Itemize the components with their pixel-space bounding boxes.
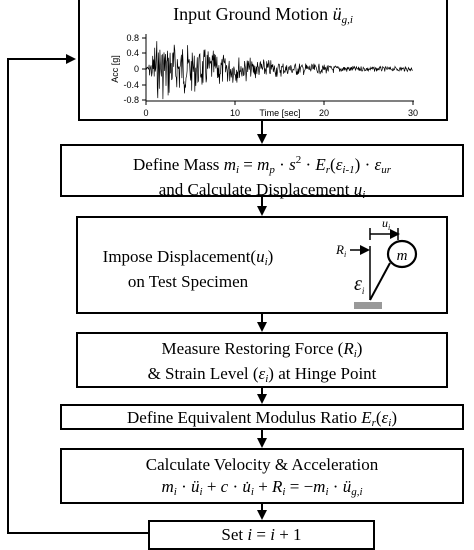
x-tick-label: 10 bbox=[230, 108, 240, 118]
specimen-sketch: m ui Ri εi bbox=[335, 218, 418, 309]
mass-circle bbox=[386, 239, 418, 269]
measure-force-line: Measure Restoring Force (Ri) bbox=[161, 339, 363, 360]
impose-displacement-box: Impose Displacement(ui) on Test Specimen… bbox=[76, 216, 448, 314]
equation-of-motion: mi · üi + c · u̇i + Ri = −mi · üg,i bbox=[161, 477, 363, 498]
x-tick-label: 30 bbox=[408, 108, 418, 118]
deflected-column bbox=[369, 262, 391, 301]
impose-displacement-text: Impose Displacement(ui) on Test Specimen bbox=[102, 247, 274, 291]
mass-label: m bbox=[397, 248, 408, 264]
define-mass-box: Define Mass mi = mp · s2 · Er(εi-1) · εu… bbox=[60, 144, 464, 201]
y-tick-label: -0.4 bbox=[123, 80, 139, 90]
y-axis-label: Acc [g] bbox=[110, 55, 120, 83]
x-tick-label: 20 bbox=[319, 108, 329, 118]
ground-base bbox=[354, 302, 382, 309]
y-tick-label: 0.8 bbox=[126, 33, 139, 43]
acceleration-trace bbox=[145, 41, 413, 100]
strain-label: εi bbox=[354, 273, 365, 296]
measure-restoring-force-box: Measure Restoring Force (Ri) & Strain Le… bbox=[76, 332, 448, 388]
y-tick-label: 0 bbox=[134, 64, 139, 74]
x-tick-label: 0 bbox=[143, 108, 148, 118]
displacement-label: ui bbox=[382, 218, 390, 232]
increment-box: Set i = i + 1 bbox=[148, 520, 375, 550]
strain-level-line: & Strain Level (εi) at Hinge Point bbox=[147, 364, 377, 385]
equivalent-modulus-box: Define Equivalent Modulus Ratio Er(εi) bbox=[60, 404, 464, 430]
define-mass-line: Define Mass mi = mp · s2 · Er(εi-1) · εu… bbox=[133, 154, 391, 176]
calculate-velocity-line: Calculate Velocity & Acceleration bbox=[145, 455, 379, 474]
y-tick-label: -0.8 bbox=[123, 95, 139, 105]
y-tick-label: 0.4 bbox=[126, 48, 139, 58]
x-axis-label: Time [sec] bbox=[259, 108, 300, 118]
calculate-velocity-box: Calculate Velocity & Acceleration mi · ü… bbox=[60, 448, 464, 504]
calculate-displacement-line: and Calculate Displacement ui bbox=[158, 180, 366, 201]
loop-back-line bbox=[7, 54, 148, 534]
force-label: Ri bbox=[335, 242, 346, 259]
input-ground-motion-box: Input Ground Motion üg,i 0.8 0.4 0 -0.4 … bbox=[78, 0, 448, 121]
input-ground-motion-title: Input Ground Motion üg,i bbox=[173, 4, 353, 26]
ground-motion-chart: 0.8 0.4 0 -0.4 -0.8 0 10 20 30 Time [sec… bbox=[110, 33, 418, 118]
